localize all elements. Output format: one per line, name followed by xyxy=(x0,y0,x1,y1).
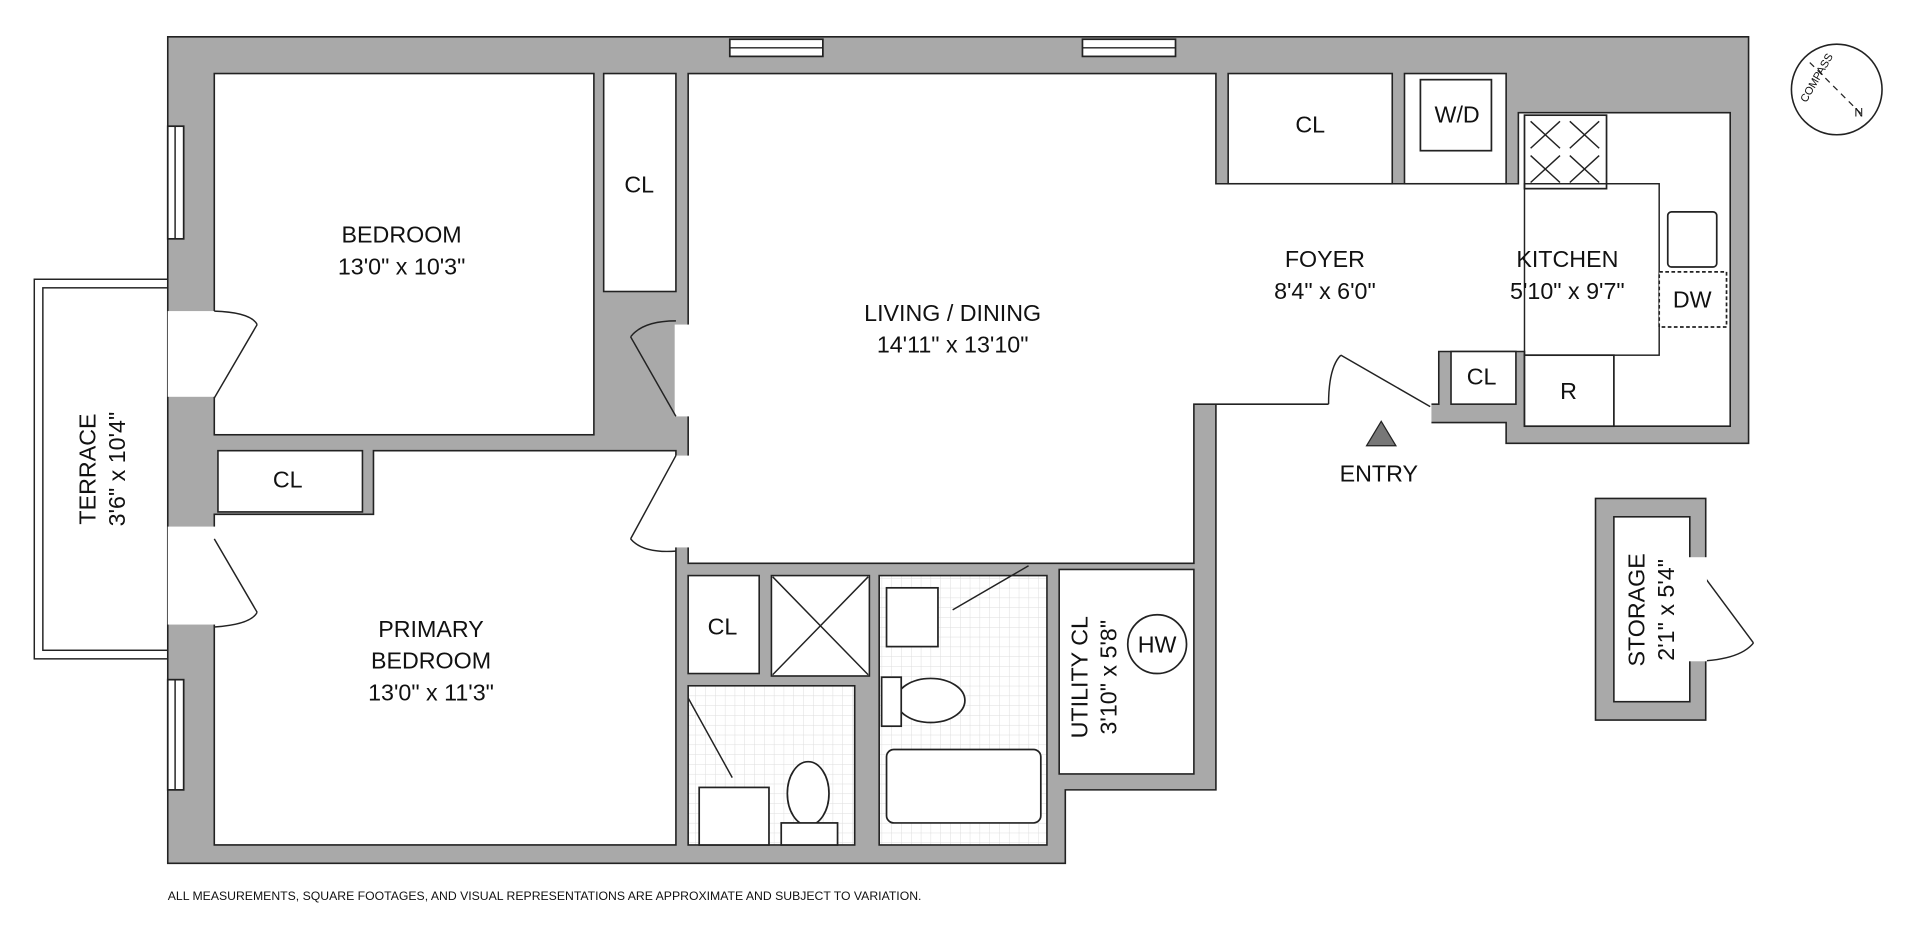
kitchen-dims: 5'10" x 9'7" xyxy=(1510,278,1625,304)
sink-icon-2 xyxy=(698,786,770,846)
terrace xyxy=(33,278,169,660)
storage xyxy=(1594,497,1707,721)
foyer-dims: 8'4" x 6'0" xyxy=(1274,278,1376,304)
utility-name: UTILITY CL xyxy=(1066,616,1092,738)
terrace-dims: 3'6" x 10'4" xyxy=(104,412,130,527)
foyer-name: FOYER xyxy=(1285,246,1365,272)
storage-name: STORAGE xyxy=(1623,553,1649,666)
compass-north: N xyxy=(1854,105,1863,119)
doors xyxy=(167,310,1755,778)
compass-icon: COMPASS N xyxy=(1790,43,1883,136)
primary-closet xyxy=(217,449,364,513)
closet-label-primary: CL xyxy=(273,466,303,492)
primary-dims: 13'0" x 11'3" xyxy=(368,679,494,705)
bedroom-closet xyxy=(602,72,677,293)
kitchen-sink-icon xyxy=(1666,211,1718,268)
closet-label-bath: CL xyxy=(708,613,738,639)
storage-dims: 2'1" x 5'4" xyxy=(1653,559,1679,661)
washer-dryer-unit xyxy=(1419,78,1493,152)
utility-closet xyxy=(1058,568,1195,775)
closet-label-entry: CL xyxy=(1467,364,1497,390)
windows xyxy=(166,38,1177,791)
foyer-closet xyxy=(1227,72,1394,185)
entry-arrow-icon xyxy=(1365,420,1397,447)
primary-name-1: PRIMARY xyxy=(378,616,484,642)
stove-icon xyxy=(1523,114,1608,190)
living-dims: 14'11" x 13'10" xyxy=(877,332,1029,358)
dishwasher-label: DW xyxy=(1673,286,1712,312)
bedroom-dims: 13'0" x 10'3" xyxy=(338,253,466,279)
refrigerator-label: R xyxy=(1560,378,1577,404)
toilet-icon xyxy=(895,677,966,724)
entry-label: ENTRY xyxy=(1340,460,1418,486)
water-heater-icon xyxy=(1126,613,1188,675)
living-name: LIVING / DINING xyxy=(864,300,1041,326)
closet-label-foyer: CL xyxy=(1295,111,1325,137)
disclaimer: ALL MEASUREMENTS, SQUARE FOOTAGES, AND V… xyxy=(168,889,922,903)
closet-label-bedroom: CL xyxy=(624,171,654,197)
bedroom-name: BEDROOM xyxy=(342,222,462,248)
terrace-name: TERRACE xyxy=(75,413,101,524)
toilet-icon-2 xyxy=(786,760,830,827)
utility-dims: 3'10" x 5'8" xyxy=(1096,620,1122,735)
washer-dryer-label: W/D xyxy=(1435,102,1480,128)
sink-icon xyxy=(885,586,939,648)
primary-bedroom-area xyxy=(213,449,677,846)
bathtub-icon xyxy=(885,748,1042,824)
refrigerator xyxy=(1523,354,1615,428)
bath-closet xyxy=(687,574,760,675)
dishwasher xyxy=(1658,271,1728,328)
water-heater-label: HW xyxy=(1138,632,1177,658)
primary-name-2: BEDROOM xyxy=(371,648,491,674)
bedroom-area xyxy=(213,72,595,436)
entry-closet xyxy=(1450,350,1517,405)
kitchen-name: KITCHEN xyxy=(1516,246,1618,272)
